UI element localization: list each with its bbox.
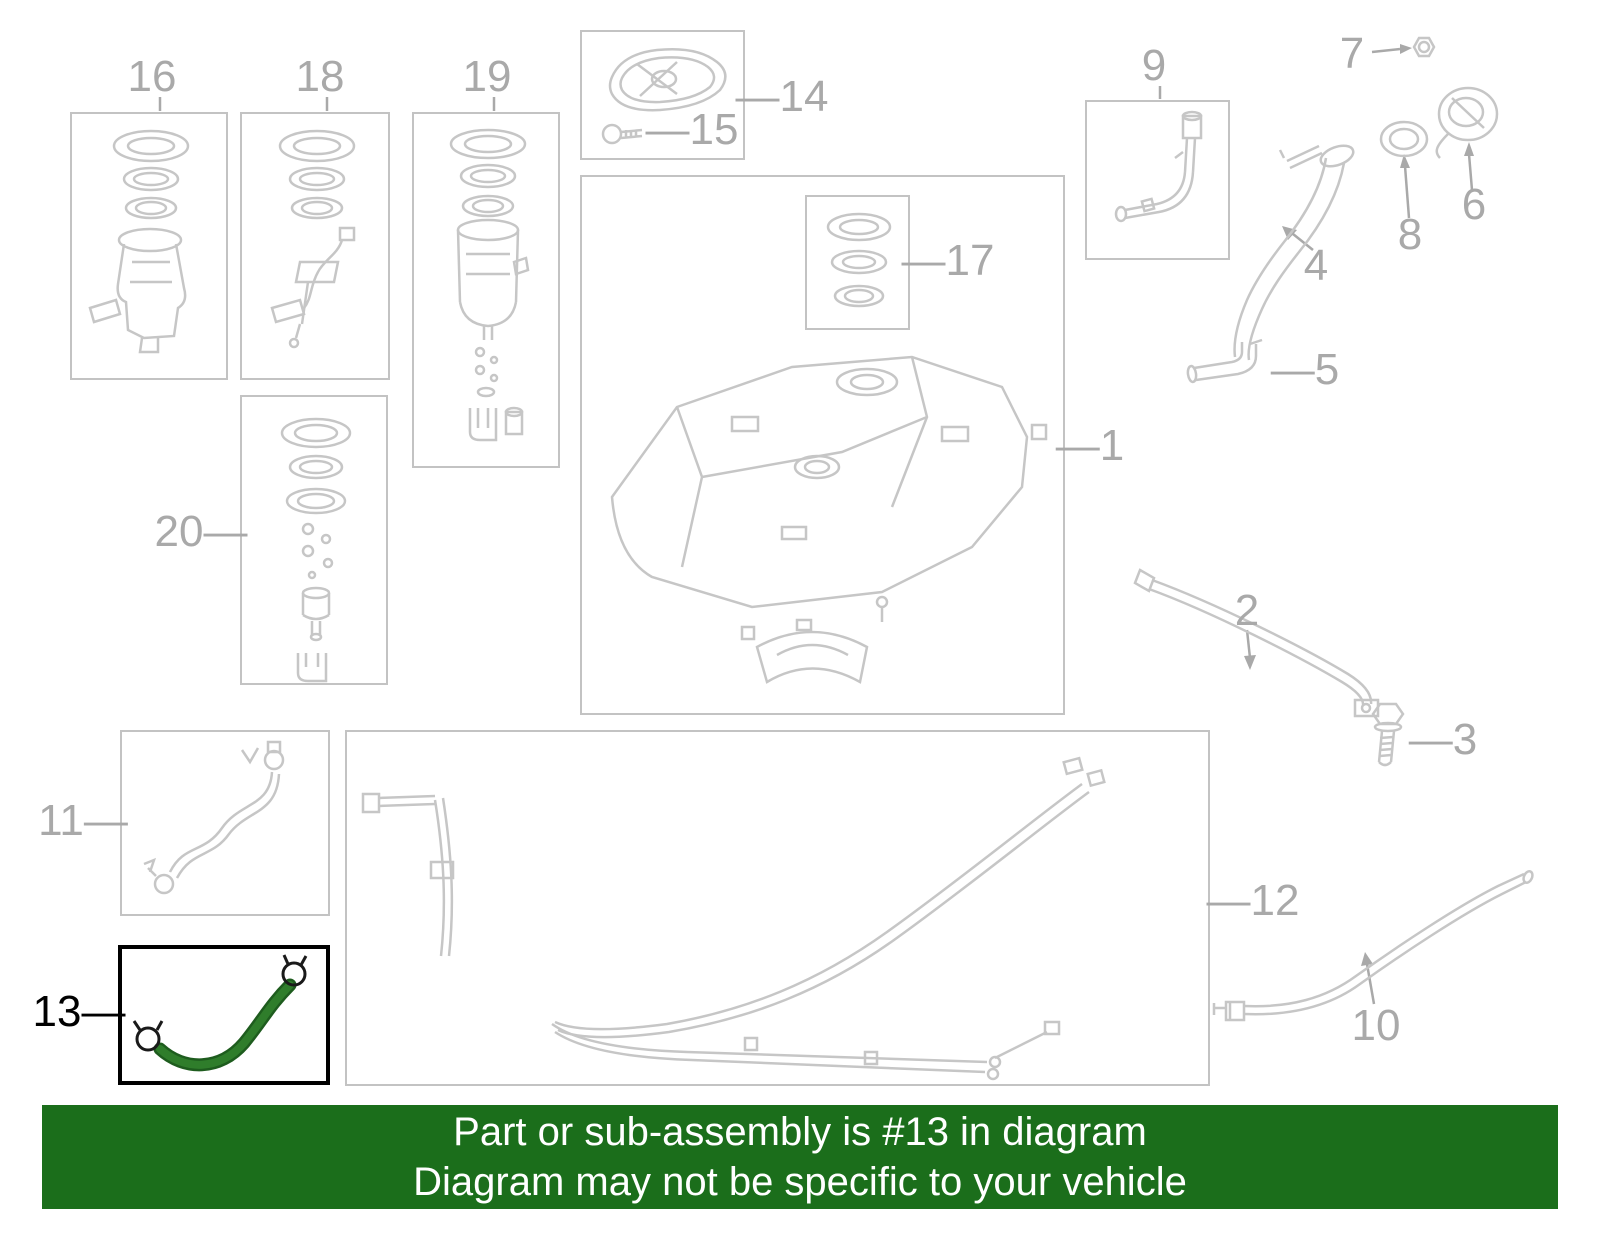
part-box-20: [240, 395, 388, 685]
diagram-linework: [158, 36, 1534, 1022]
part-box-18: [240, 112, 390, 380]
callout-11: 11—: [38, 796, 128, 845]
part-12-fuel-lines-drawing: [361, 756, 1106, 1081]
callout-7: 7: [1339, 29, 1365, 78]
hose-clamp-left: [132, 1020, 164, 1052]
callout-6: 6: [1461, 180, 1487, 229]
banner-line-2: Diagram may not be specific to your vehi…: [413, 1160, 1187, 1204]
callout-10: 10: [1351, 1001, 1401, 1050]
callout-1: —1: [1055, 421, 1125, 470]
hose-clamp-right: [281, 954, 308, 987]
part-16-pump-module-drawing: [88, 129, 190, 354]
part-20-regulator-kit-drawing: [280, 417, 352, 683]
part-9-vent-fitting-drawing: [1114, 110, 1203, 223]
callout-20: 20—: [154, 507, 248, 556]
part-15-bolt-drawing: [601, 123, 643, 145]
leader-arrow-7: [1371, 44, 1412, 54]
callout-2: 2: [1234, 586, 1260, 635]
part-5-hose-elbow-drawing: [1186, 338, 1263, 384]
callout-19: 19: [462, 52, 512, 101]
part-14-gasket-and-bolt-drawing: [601, 47, 727, 145]
part-17-seal-rings-drawing: [826, 212, 892, 308]
notice-banner: Part or sub-assembly is #13 in diagram D…: [42, 1105, 1558, 1209]
leader-arrow-10: [1361, 952, 1376, 1005]
callout-9: 9: [1141, 41, 1167, 90]
part-4-filler-pipe-drawing: [1233, 144, 1355, 361]
part-1-fuel-tank-drawing: [610, 355, 1048, 684]
part-box-17: [805, 195, 910, 330]
callout-16: 16: [127, 52, 177, 101]
part-18-fuel-sender-drawing: [270, 129, 356, 349]
callout-12: —12: [1206, 876, 1300, 925]
part-box-11: [120, 730, 330, 916]
callout-18: 18: [295, 52, 345, 101]
leader-arrow-8: [1400, 154, 1411, 219]
part-7-nut-drawing: [1412, 36, 1436, 58]
callout-3: —3: [1408, 715, 1478, 764]
part-box-14: [580, 30, 745, 160]
part-box-1: [580, 175, 1065, 715]
callout-14: —14: [735, 72, 829, 121]
leader-arrow-2: [1244, 629, 1256, 670]
part-box-13-highlighted: [118, 945, 330, 1085]
callout-8: 8: [1397, 210, 1423, 259]
part-box-16: [70, 112, 228, 380]
leader-arrow-6: [1464, 142, 1474, 191]
banner-line-1: Part or sub-assembly is #13 in diagram: [453, 1110, 1147, 1154]
callout-5: —5: [1270, 345, 1340, 394]
part-11-fuel-hose-drawing: [143, 740, 285, 895]
part-box-9: [1085, 100, 1230, 260]
part-13-highlighted-hose-drawing: [132, 954, 308, 1072]
part-19-fuel-filter-drawing: [449, 128, 530, 442]
part-3-bolt-drawing: [1371, 702, 1405, 767]
part-10-vent-tube-drawing: [1212, 870, 1534, 1022]
part-8-seal-ring-drawing: [1379, 120, 1429, 158]
callout-17: —17: [901, 236, 995, 285]
part-box-12: [345, 730, 1210, 1086]
part-2-tank-strap-drawing: [1133, 568, 1380, 718]
callout-15: —15: [645, 105, 739, 154]
callout-4: 4: [1303, 241, 1329, 290]
callout-13-highlighted: 13—: [32, 987, 126, 1036]
part-6-fuel-cap-drawing: [1435, 86, 1499, 159]
part-box-19: [412, 112, 560, 468]
